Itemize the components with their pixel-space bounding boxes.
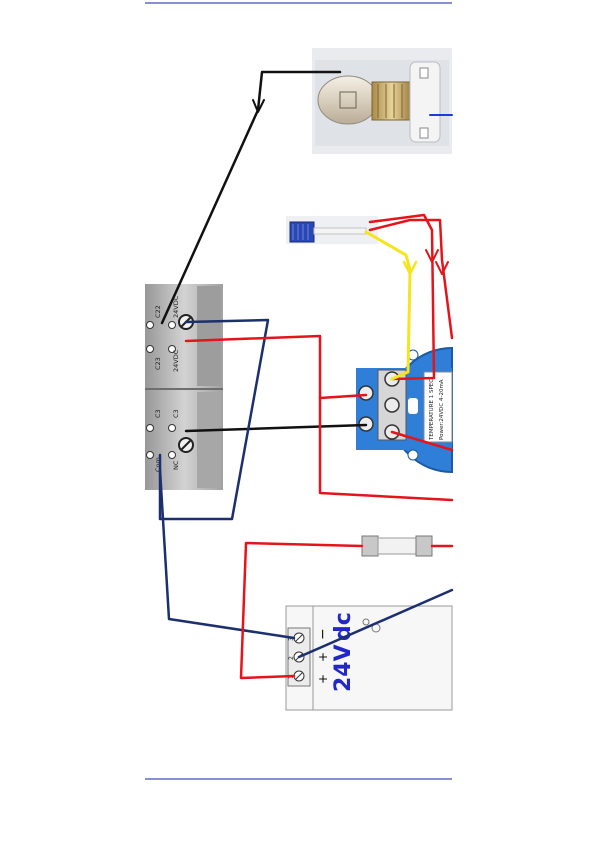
relay-label-2: C23 xyxy=(154,357,162,370)
wire-arrow-red-2 xyxy=(435,261,449,275)
relay-label-0: C22 xyxy=(154,305,162,318)
relay-block: C22 24VDC C23 24VDC C3 C3 NC Com xyxy=(145,284,223,490)
temperature-transmitter: TEMPERATURE 1 SPEC Power:24VDC 4-20mA xyxy=(356,346,453,474)
sensor-probe-icon xyxy=(286,216,378,244)
polarity-plus-2: + xyxy=(316,652,330,662)
voltage-label: 24V xyxy=(331,644,356,692)
relay-label-5: C3 xyxy=(172,409,180,418)
relay-label-4: C3 xyxy=(154,409,162,418)
polarity-minus: − xyxy=(315,628,331,640)
wire-red-sensor-2 xyxy=(368,218,454,340)
terminal-number-3: 3 xyxy=(288,637,295,641)
wire-red-fuse-supply xyxy=(239,541,364,680)
wire-black-bulb xyxy=(160,70,342,325)
top-divider xyxy=(145,2,452,4)
relay-label-1: 24VDC xyxy=(172,295,180,318)
wire-arrow-yellow xyxy=(402,260,418,276)
transmitter-line2: Power:24VDC 4-20mA xyxy=(439,379,445,440)
polarity-plus-1: + xyxy=(316,674,330,684)
relay-label-6: NC xyxy=(172,460,180,470)
wire-red-tx-out xyxy=(390,430,454,452)
wire-arrow-black xyxy=(252,99,265,113)
bulb-icon xyxy=(312,48,452,154)
wire-navy-loop xyxy=(158,318,270,521)
wire-red-sensor-1 xyxy=(368,213,436,381)
wire-red-tx-plus xyxy=(318,393,368,400)
relay-label-3: 24VDC xyxy=(172,349,180,372)
wire-navy-return xyxy=(297,588,454,659)
transmitter-line1: TEMPERATURE 1 SPEC xyxy=(429,379,435,441)
wire-black-relay xyxy=(184,423,368,433)
wire-red-relay xyxy=(184,334,454,502)
power-supply: 3 2 1 − + + 24V dc xyxy=(285,605,453,711)
wire-yellow-sensor xyxy=(364,230,412,381)
relay-label-7: Com xyxy=(154,457,162,472)
fuse-icon xyxy=(361,535,433,557)
wire-navy-supply xyxy=(158,468,296,640)
wires xyxy=(158,70,454,680)
bottom-divider xyxy=(145,778,452,780)
terminal-number-2: 2 xyxy=(288,656,295,660)
wire-arrow-red-1 xyxy=(425,249,439,263)
